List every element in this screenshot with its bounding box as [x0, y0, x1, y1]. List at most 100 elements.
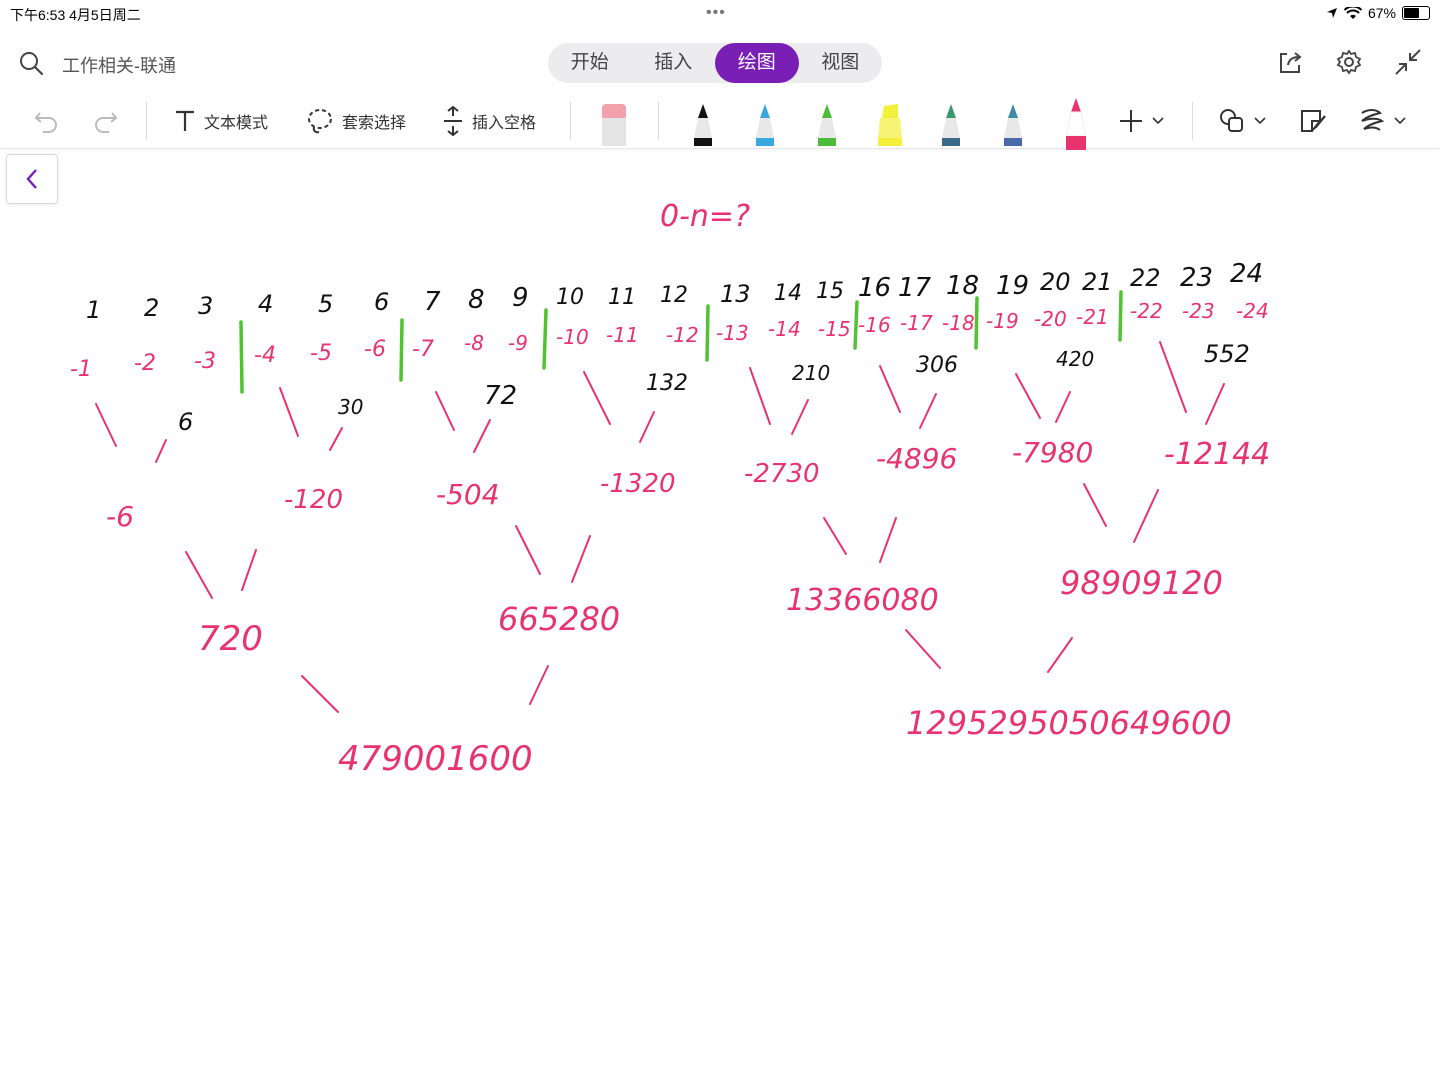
battery-percent: 67% [1367, 5, 1396, 21]
number-label: 8 [468, 285, 485, 315]
collapse-icon[interactable] [1394, 48, 1422, 81]
negative-label: -17 [900, 311, 933, 335]
plus-icon [1120, 110, 1142, 132]
number-label: 15 [816, 279, 844, 304]
tree-stroke [515, 525, 541, 575]
status-time: 下午6:53 4月5日周二 [10, 7, 141, 23]
location-icon [1326, 8, 1337, 18]
insert-space-button[interactable]: 插入空格 [442, 104, 536, 138]
battery-icon [1402, 6, 1430, 20]
level3-product-label: 479001600 [338, 739, 533, 779]
insert-space-label: 插入空格 [472, 115, 537, 132]
negative-label: -16 [858, 313, 891, 337]
wifi-icon [1343, 6, 1362, 19]
tab-view[interactable]: 视图 [821, 52, 860, 73]
gear-icon[interactable] [1335, 48, 1363, 81]
level2-product-label: 13366080 [786, 583, 939, 618]
triple-product-label: -6 [106, 500, 134, 533]
number-label: 21 [1082, 268, 1113, 296]
green-dividers [239, 290, 1123, 394]
number-label: 10 [556, 285, 584, 310]
group-product-label: 552 [1204, 340, 1250, 368]
negative-label: -5 [310, 341, 332, 366]
ink-to-shape-button[interactable] [1298, 104, 1328, 138]
ink-note-icon [1301, 110, 1326, 132]
negative-label: -6 [364, 337, 386, 362]
tab-home[interactable]: 开始 [570, 52, 609, 73]
tree-stroke [185, 551, 213, 599]
toolbar-divider [146, 102, 147, 140]
triple-product-label: -504 [436, 478, 500, 511]
undo-icon[interactable] [34, 104, 60, 138]
negative-label: -21 [1076, 305, 1109, 329]
green-divider [542, 308, 548, 370]
number-label: 16 [858, 273, 891, 303]
negative-label: -7 [412, 337, 434, 362]
ink-replay-button[interactable] [1358, 104, 1406, 138]
navigation-toggle-button[interactable] [6, 154, 58, 204]
tree-stroke [823, 517, 847, 555]
text-mode-label: 文本模式 [204, 115, 269, 132]
tree-stroke [879, 365, 901, 413]
eraser-icon[interactable] [598, 96, 630, 151]
document-title[interactable]: 工作相关-联通 [62, 56, 176, 76]
level2-products: 720 665280 13366080 98909120 [198, 564, 1223, 659]
group-product-label: 420 [1056, 347, 1094, 371]
lasso-icon [308, 109, 332, 134]
level2-product-label: 98909120 [1060, 564, 1223, 602]
galaxy-green-pen-icon[interactable] [936, 96, 966, 151]
add-pen-button[interactable] [1118, 104, 1164, 138]
green-divider [705, 304, 710, 362]
tree-strokes [95, 341, 1225, 713]
green-divider [239, 320, 244, 394]
negative-label: -23 [1182, 299, 1215, 323]
note-canvas[interactable]: 0-n=? 1 2 3 4 5 6 7 8 9 10 11 12 13 14 1… [0, 150, 1440, 1080]
tree-stroke [1083, 483, 1107, 527]
negative-label: -13 [716, 321, 749, 345]
yellow-highlighter-icon[interactable] [872, 96, 908, 151]
tree-stroke [329, 427, 343, 451]
number-label: 12 [660, 283, 688, 308]
level3-products: 479001600 1295295050649600 [338, 704, 1232, 779]
green-pen-icon[interactable] [812, 96, 842, 151]
negative-label: -19 [986, 309, 1019, 333]
green-divider [974, 296, 979, 350]
text-mode-button[interactable]: 文本模式 [174, 104, 268, 138]
tree-stroke [1159, 341, 1187, 413]
tree-stroke [435, 391, 455, 431]
group-product-label: 30 [338, 395, 363, 419]
triple-product-label: -4896 [876, 442, 957, 475]
ribbon-tabs: 开始 插入 绘图 视图 [548, 43, 882, 83]
negative-label: -20 [1034, 307, 1067, 331]
number-label: 13 [720, 280, 751, 308]
ink-replay-icon [1361, 109, 1385, 131]
number-label: 5 [318, 290, 333, 318]
number-label: 4 [258, 290, 273, 318]
draw-toolbar: 文本模式 套索选择 插入空格 [0, 94, 1440, 151]
tab-draw[interactable]: 绘图 [715, 43, 799, 83]
tab-insert[interactable]: 插入 [654, 52, 693, 73]
search-icon[interactable] [18, 50, 44, 81]
blue-pen-icon[interactable] [750, 96, 780, 151]
group-products: 6 30 72 132 210 306 420 552 [178, 340, 1250, 436]
group-product-label: 72 [484, 381, 517, 411]
galaxy-blue-pen-icon[interactable] [998, 96, 1028, 151]
black-pen-icon[interactable] [688, 96, 718, 151]
redo-icon[interactable] [92, 104, 118, 138]
triple-product-label: -2730 [744, 459, 820, 489]
share-icon[interactable] [1276, 48, 1304, 81]
lasso-select-button[interactable]: 套索选择 [306, 104, 406, 138]
tree-stroke [1133, 489, 1159, 543]
negative-label: -2 [134, 351, 156, 376]
triple-product-label: -120 [284, 485, 343, 515]
shapes-button[interactable] [1218, 104, 1266, 138]
number-label: 3 [198, 292, 213, 320]
negative-label: -3 [194, 349, 216, 374]
tree-stroke [529, 665, 549, 705]
multitask-dots-icon[interactable]: ••• [706, 4, 726, 21]
chevron-down-icon [1152, 117, 1164, 125]
number-label: 23 [1180, 263, 1213, 293]
pink-pen-icon[interactable] [1060, 96, 1092, 155]
tree-stroke [279, 387, 299, 437]
negative-label: -8 [464, 331, 484, 355]
